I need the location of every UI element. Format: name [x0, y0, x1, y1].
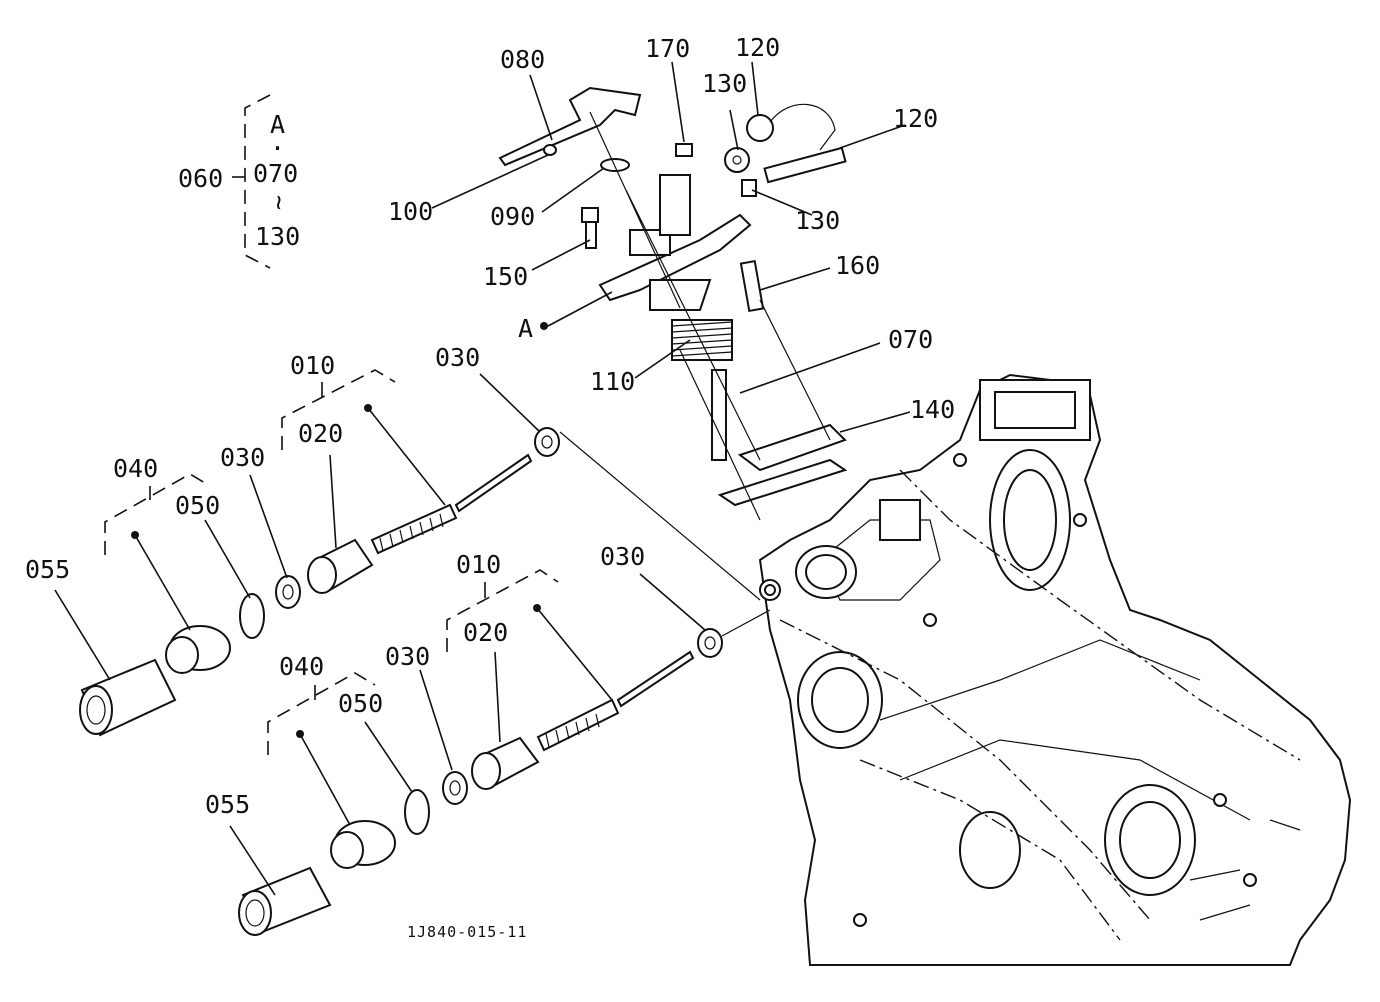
label-080: 080 [500, 45, 545, 74]
label-010-upper: 010 [290, 351, 335, 380]
label-060-070: 070 [253, 159, 298, 188]
label-050-upper: 050 [175, 491, 220, 520]
label-160: 160 [835, 251, 880, 280]
label-100: 100 [388, 197, 433, 226]
label-060: 060 [178, 164, 223, 193]
control-assembly [498, 86, 848, 521]
label-070: 070 [888, 325, 933, 354]
label-050-lower: 050 [338, 689, 383, 718]
label-020-upper: 020 [298, 419, 343, 448]
valve-assembly-lower [238, 609, 771, 936]
label-060-tilde: ~ [265, 195, 294, 210]
drawing-code: 1J840-015-11 [407, 923, 527, 941]
label-130-right: 130 [795, 206, 840, 235]
label-130-top: 130 [702, 69, 747, 98]
valve-assembly-upper [79, 427, 761, 737]
label-030-lower-tip: 030 [600, 542, 645, 571]
label-010-lower: 010 [456, 550, 501, 579]
label-120-right: 120 [893, 104, 938, 133]
leader-lines [54, 61, 911, 896]
label-040-upper: 040 [113, 454, 158, 483]
label-030-upper: 030 [220, 443, 265, 472]
label-030-upper-tip: 030 [435, 343, 480, 372]
transmission-housing [758, 373, 1352, 966]
label-170: 170 [645, 34, 690, 63]
part-labels: 080 170 120 130 120 060 A · 070 ~ 130 10… [25, 33, 955, 941]
label-090: 090 [490, 202, 535, 231]
label-020-lower: 020 [463, 618, 508, 647]
label-060-130: 130 [255, 222, 300, 251]
label-A: A [518, 314, 533, 343]
label-030-lower: 030 [385, 642, 430, 671]
label-140: 140 [910, 395, 955, 424]
label-060-dot: · [270, 134, 285, 163]
label-120-top: 120 [735, 33, 780, 62]
label-040-lower: 040 [279, 652, 324, 681]
label-055-upper: 055 [25, 555, 70, 584]
label-060-a: A [270, 110, 285, 139]
label-150: 150 [483, 262, 528, 291]
label-110: 110 [590, 367, 635, 396]
group-brackets [104, 94, 559, 755]
label-055-lower: 055 [205, 790, 250, 819]
spring-110 [671, 319, 733, 361]
